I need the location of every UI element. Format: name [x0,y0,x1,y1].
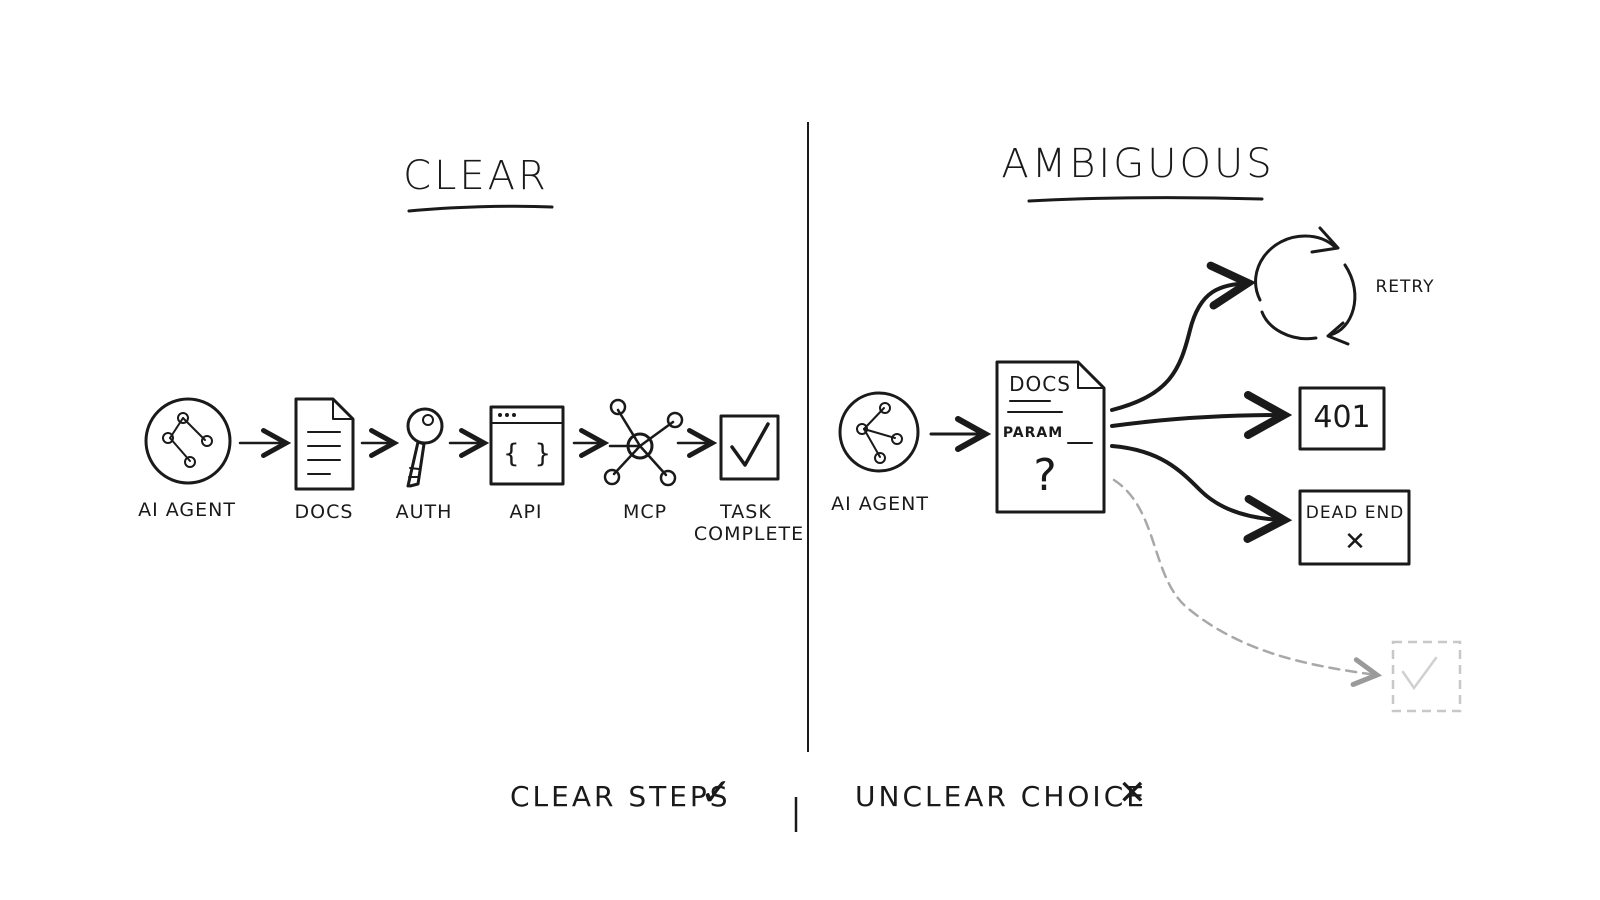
mcp-network-icon [603,398,684,487]
ambiguous-doc-question: ? [1033,450,1057,501]
ai-agent-icon-right [838,391,920,473]
step-label-auth: AUTH [395,501,453,523]
branch-to-dead-end [1110,444,1284,520]
step-label-mcp: MCP [622,501,668,523]
ambiguous-doc-param: PARAM [1002,425,1064,441]
footer-unclear-choice: UNCLEAR CHOICE [855,780,1147,813]
step-label-complete: COMPLETE [693,523,805,545]
error-401-box [1298,386,1386,451]
ambiguous-heading: AMBIGUOUS [1001,141,1275,187]
step-label-task: TASK [720,501,772,523]
faded-checkbox-icon [1391,640,1462,713]
ambiguous-document-icon [995,360,1106,514]
footer-x-icon: ✕ [1118,773,1150,813]
step-label-docs: DOCS [294,501,354,523]
right-agent-label: AI AGENT [831,493,929,515]
ambiguous-doc-title: DOCS [1009,372,1071,396]
retry-label: RETRY [1375,277,1435,297]
branch-to-401 [1110,415,1284,426]
clear-heading: CLEAR [403,153,549,199]
key-icon [406,407,444,488]
ai-agent-icon [144,397,232,485]
svg-text:{ }: { } [504,439,551,469]
checkbox-icon [719,414,780,481]
footer-clear-steps: CLEAR STEPS [510,780,731,813]
clear-heading-underline [407,204,554,213]
step-label-api: API [509,501,543,523]
dead-end-label: DEAD END [1305,503,1405,523]
step-label-ai-agent: AI AGENT [138,499,236,521]
branch-to-retry [1110,283,1248,412]
ambiguous-heading-underline [1027,196,1264,203]
api-window-icon: { } [489,405,565,486]
footer-check-icon: ✓ [700,770,735,814]
branch-to-hidden-success [1112,478,1377,675]
dead-end-box [1298,489,1411,566]
error-code-401: 401 [1313,400,1371,435]
dead-end-x-icon: ✕ [1344,527,1366,557]
document-icon [294,397,355,491]
retry-cycle-icon [1254,226,1357,346]
